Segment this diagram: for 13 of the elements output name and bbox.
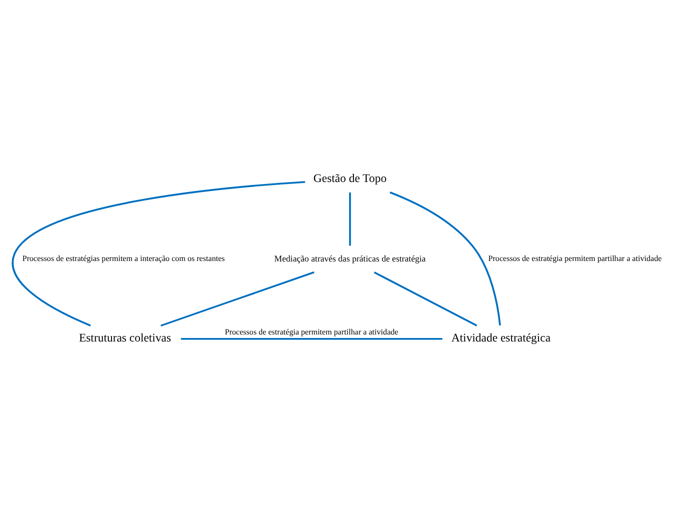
edge-label: Processos de estratégia permitem partilhar a atividade <box>224 327 398 336</box>
connector <box>374 272 478 326</box>
connector <box>160 271 314 327</box>
connector <box>12 181 306 326</box>
edge-label: Processos de estratégias permitem a interação com os restantes <box>22 254 225 264</box>
connector <box>390 192 501 326</box>
node-text: Atividade estratégica <box>451 332 551 345</box>
edge-label: Processos de estratégia permitem partilhar a atividade <box>488 254 662 264</box>
node-text: Estruturas coletivas <box>78 332 172 345</box>
connector <box>349 192 351 246</box>
node-text: Gestão de Topo <box>313 172 387 185</box>
node-text: Mediação através das práticas de estratégia <box>274 253 426 264</box>
connector <box>180 338 442 340</box>
